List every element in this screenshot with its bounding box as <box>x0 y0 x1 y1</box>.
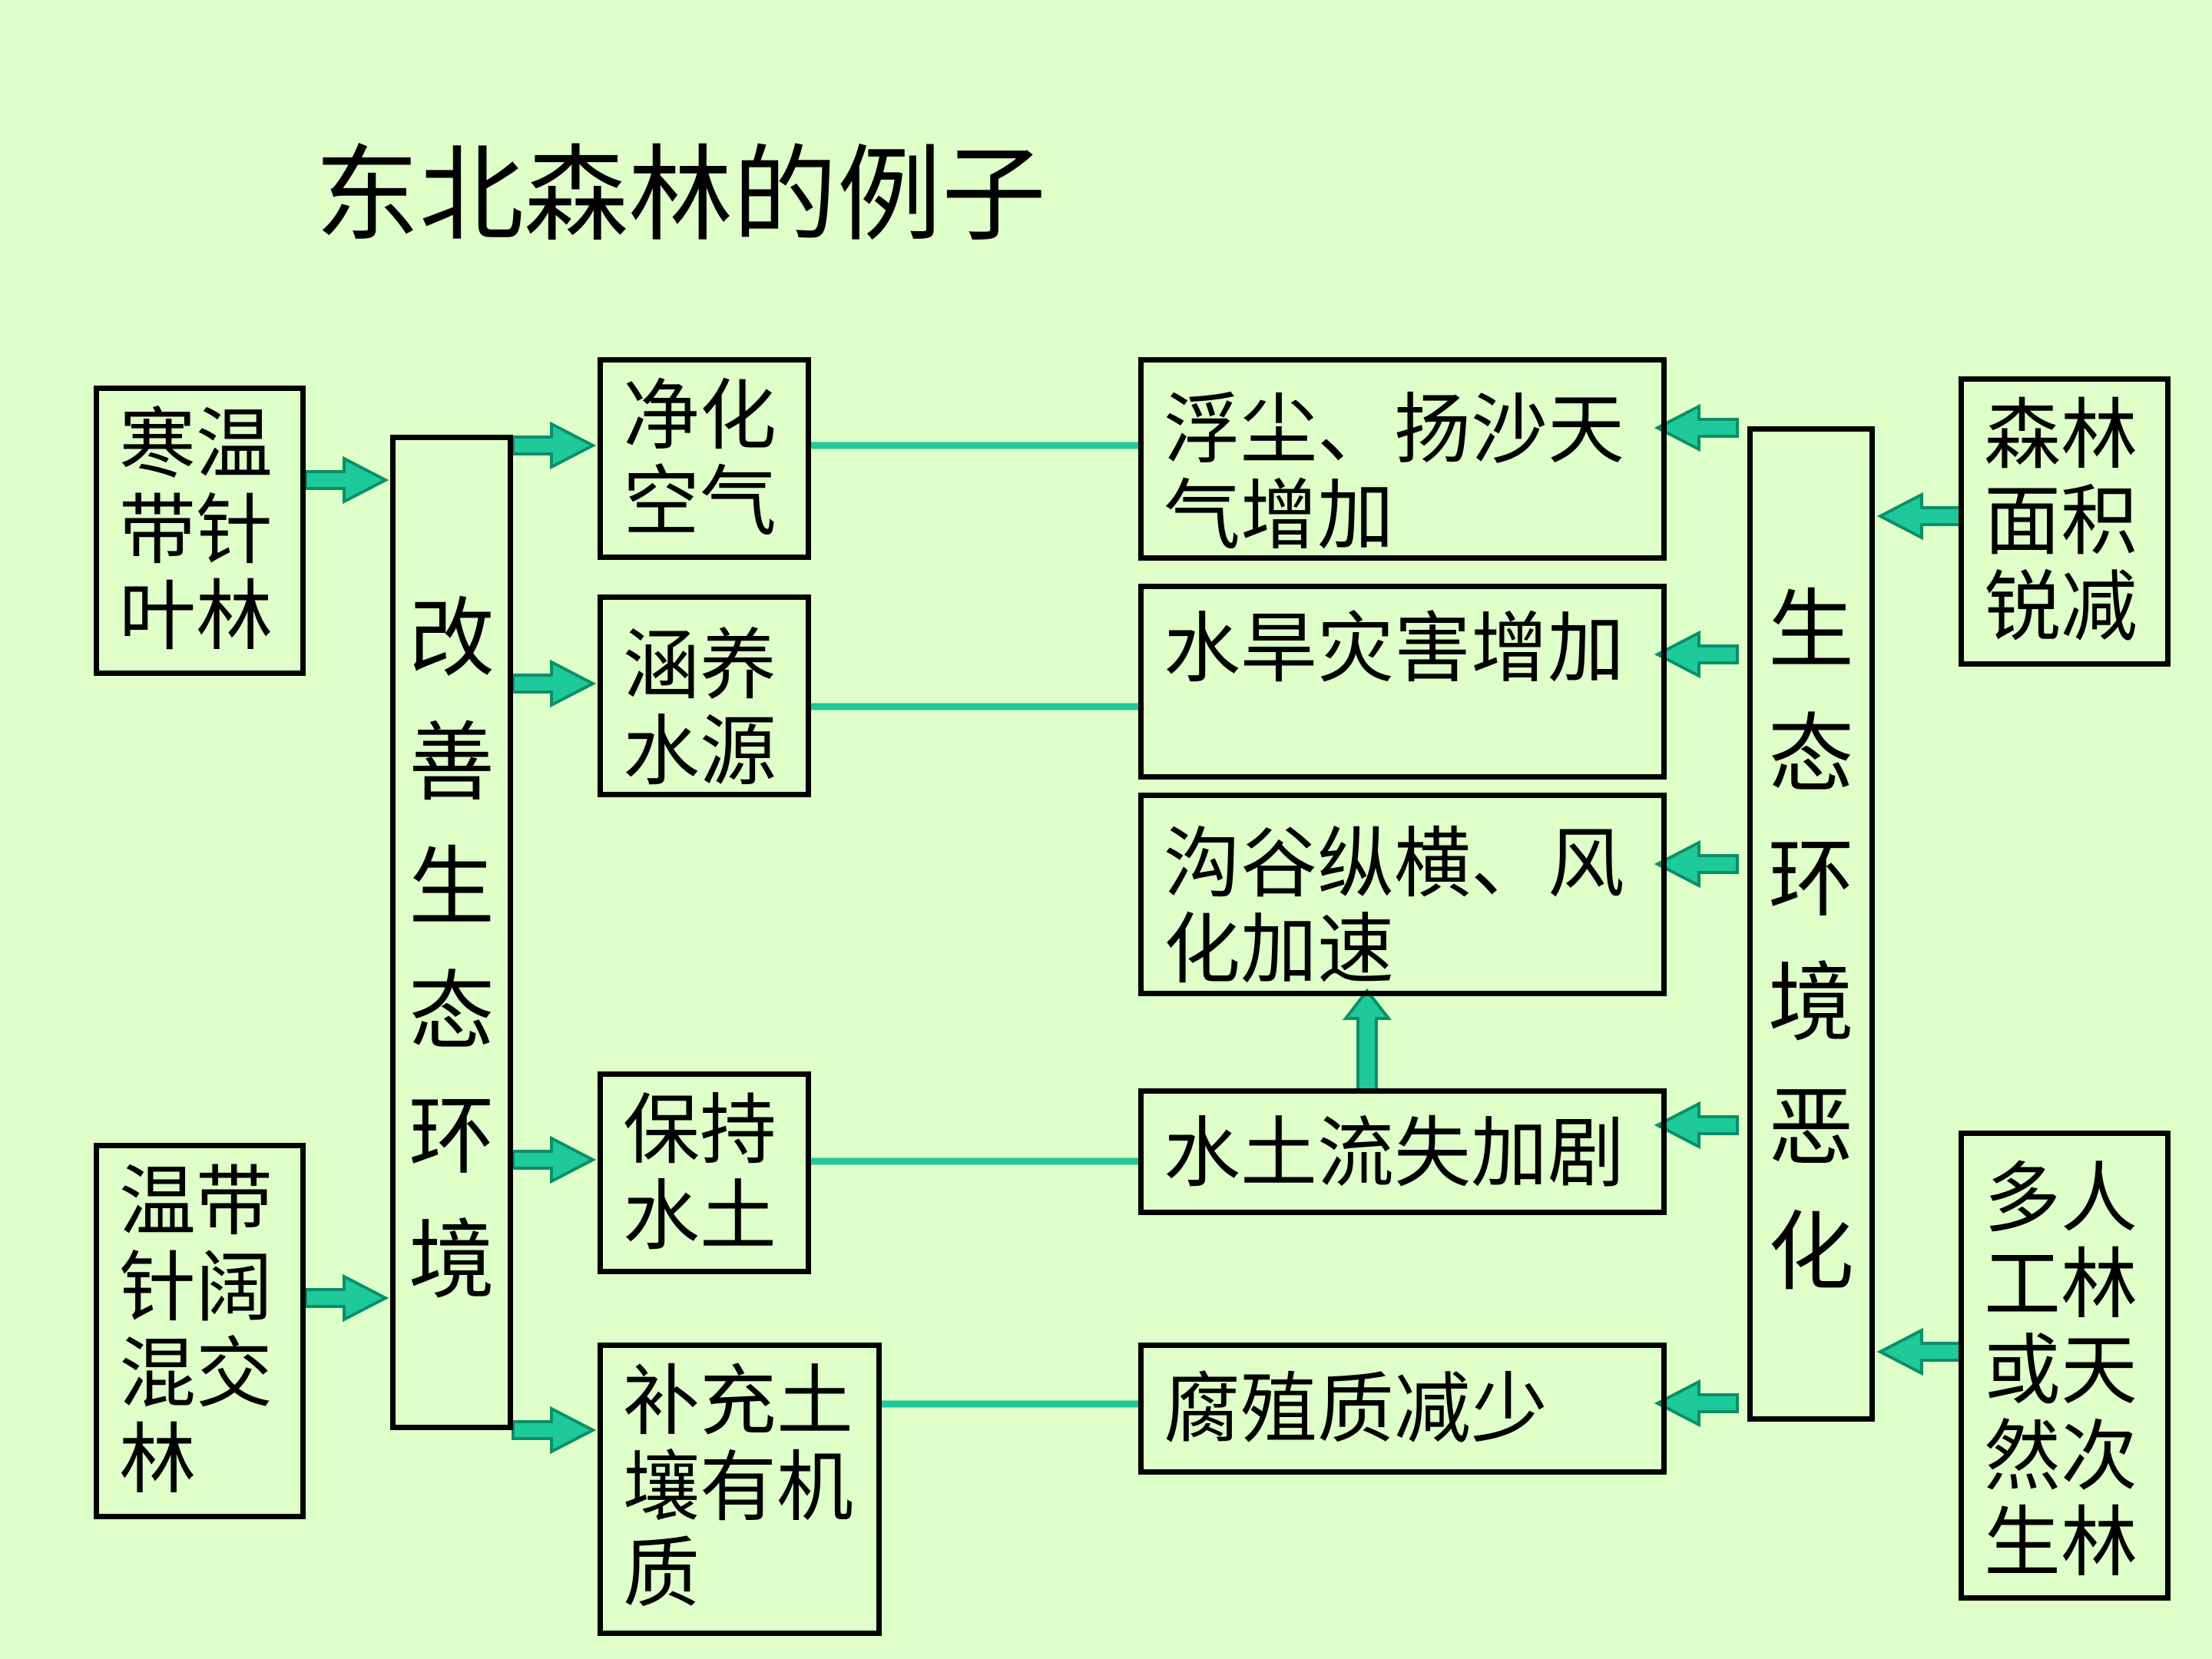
benefit-box-soil-conservation: 保持水土 <box>598 1071 811 1274</box>
arrow-cause-bottom <box>1879 1329 1962 1375</box>
arrow-cause-top <box>1879 493 1962 539</box>
arrow-problem-1 <box>1656 405 1739 451</box>
benefit-box-purify-air: 净化空气 <box>598 357 811 560</box>
arrow-up-erosion <box>1342 988 1392 1092</box>
ecological-deterioration-label: 生 态 环 境 恶 化 <box>1768 581 1854 1303</box>
ecological-deterioration-bar: 生 态 环 境 恶 化 <box>1747 426 1875 1422</box>
source-box-mixed: 温带针阔混交林 <box>94 1143 306 1519</box>
arrow-problem-2 <box>1656 631 1739 677</box>
problem-box-humus-reduced: 腐殖质减少 <box>1138 1343 1667 1475</box>
arrow-problem-5 <box>1656 1380 1739 1426</box>
arrow-problem-4 <box>1656 1102 1739 1148</box>
arrow-source-bottom <box>304 1275 387 1321</box>
cause-box-plantation-secondary: 多人工林或天然次生林 <box>1959 1131 2171 1601</box>
problem-box-dust-sandstorm: 浮尘、扬沙天气增加 <box>1138 357 1667 561</box>
improve-environment-label: 改 善 生 态 环 境 <box>409 589 495 1311</box>
problem-box-soil-erosion: 水土流失加剧 <box>1138 1088 1667 1215</box>
arrow-benefit-4 <box>512 1407 594 1453</box>
source-box-coniferous: 寒温带针叶林 <box>94 386 306 676</box>
benefit-box-conserve-water: 涵养水源 <box>598 594 811 797</box>
problem-box-gully-weathering: 沟谷纵横、风化加速 <box>1138 793 1667 996</box>
arrow-problem-3 <box>1656 841 1739 887</box>
benefit-box-soil-organic-matter: 补充土壤有机质 <box>598 1343 882 1636</box>
arrow-source-top <box>304 457 387 503</box>
arrow-benefit-3 <box>512 1137 594 1183</box>
problem-box-flood-drought: 水旱灾害增加 <box>1138 584 1667 780</box>
improve-environment-bar: 改 善 生 态 环 境 <box>390 435 513 1430</box>
arrow-benefit-1 <box>512 422 594 469</box>
arrow-benefit-2 <box>512 661 594 707</box>
cause-box-forest-decline: 森林面积锐减 <box>1959 376 2171 667</box>
page-title: 东北森林的例子 <box>315 135 1046 257</box>
